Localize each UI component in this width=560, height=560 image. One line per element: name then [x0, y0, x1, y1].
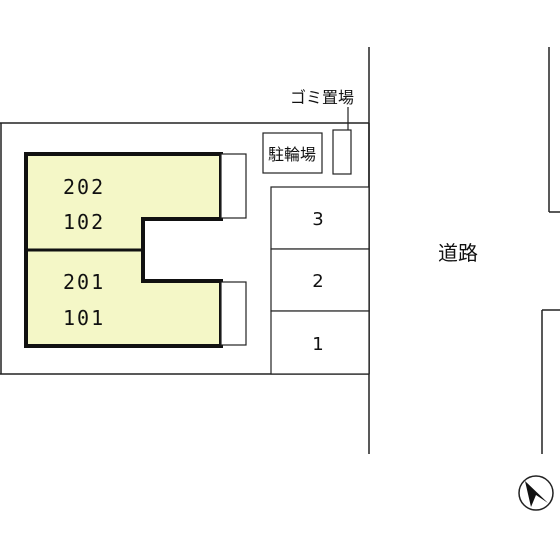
road-label: 道路 — [438, 241, 478, 265]
unit-label-202: 202 — [63, 175, 105, 199]
bicycle-parking-label: 駐輪場 — [268, 145, 316, 164]
unit-label-101: 101 — [63, 306, 105, 330]
unit-label-102: 102 — [63, 210, 105, 234]
garbage-area: ゴミ置場 — [290, 88, 354, 175]
parking-spaces: 3 2 1 — [270, 186, 370, 375]
bicycle-parking-area: 駐輪場 — [262, 132, 323, 174]
unit-labels: 202 102 201 101 — [63, 175, 105, 330]
north-arrow-icon — [518, 475, 554, 511]
garbage-area-label: ゴミ置場 — [290, 88, 354, 107]
building-balconies — [220, 153, 247, 346]
unit-label-201: 201 — [63, 270, 105, 294]
building — [24, 152, 223, 348]
parking-space-1: 1 — [312, 334, 323, 355]
parking-space-2: 2 — [312, 271, 323, 292]
parking-space-3: 3 — [312, 209, 323, 230]
